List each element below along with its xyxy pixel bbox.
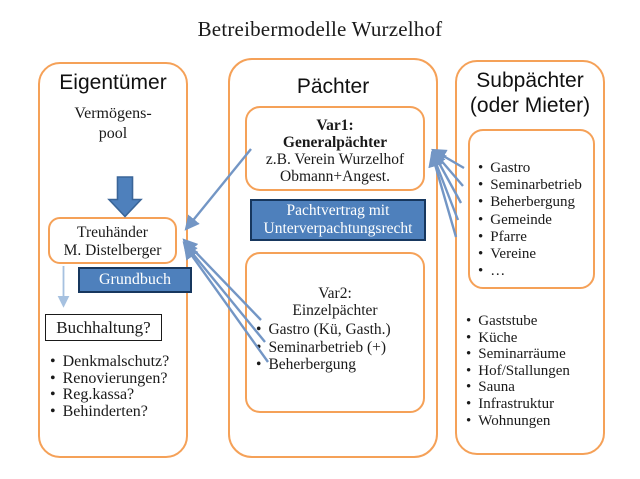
list-item: Beherbergung [256,356,423,374]
list-item: Küche [466,330,604,347]
tenants-box: GastroSeminarbetriebBeherbergungGemeinde… [468,129,595,289]
contract-box: Pachtvertrag mit Unterverpachtungsrecht [250,199,426,241]
list-item: Gastro (Kü, Gasth.) [256,321,423,339]
list-item: Wohnungen [466,413,604,430]
tenants-list: GastroSeminarbetriebBeherbergungGemeinde… [478,160,593,280]
list-item: Denkmalschutz? [50,353,185,371]
var1-box: Var1: Generalpächter z.B. Verein Wurzelh… [245,106,425,191]
paechter-heading: Pächter [296,75,370,98]
asset-pool-line2: pool [98,125,128,142]
buchhaltung-box: Buchhaltung? [45,314,162,341]
trustee-line1: Treuhänder [77,224,148,241]
var2-content: Var2: Einzelpächter [247,254,423,319]
asset-pool-line1: Vermögens- [74,105,152,122]
owner-questions-list: Denkmalschutz?Renovierungen?Reg.kassa?Be… [50,353,185,421]
grundbuch-label: Grundbuch [99,271,171,288]
var1-line4: Obmann+Angest. [280,168,390,185]
var1-subtitle: Generalpächter [282,134,388,151]
page-title: Betreibermodelle Wurzelhof [197,17,443,41]
list-item: Sauna [466,379,604,396]
var1-title: Var1: [316,117,354,134]
list-item: Reg.kassa? [50,386,185,404]
list-item: Infrastruktur [466,396,604,413]
buchhaltung-label: Buchhaltung? [56,317,151,337]
list-item: … [478,263,593,280]
trustee-box: Treuhänder M. Distelberger [48,217,177,264]
list-item: Gaststube [466,313,604,330]
list-item: Renovierungen? [50,370,185,388]
trustee-line2: M. Distelberger [63,242,162,259]
list-item: Seminarräume [466,346,604,363]
asset-pool-label: Vermögens- pool [38,104,188,144]
trustee-label: Treuhänder M. Distelberger [50,219,175,260]
list-item: Beherbergung [478,194,593,211]
list-item: Seminarbetrieb [478,177,593,194]
var2-box: Var2: Einzelpächter Gastro (Kü, Gasth.)S… [245,252,425,413]
subpaechter-heading-line2: (oder Mieter) [469,94,591,117]
list-item: Gemeinde [478,212,593,229]
list-item: Behinderten? [50,403,185,421]
facilities-list: GaststubeKücheSeminarräumeHof/Stallungen… [466,313,604,429]
list-item: Vereine [478,246,593,263]
owner-heading: Eigentümer [59,71,167,94]
grundbuch-box: Grundbuch [78,267,192,293]
var2-title: Var2: [318,285,352,302]
var1-content: Var1: Generalpächter z.B. Verein Wurzelh… [247,108,423,185]
var1-line3: z.B. Verein Wurzelhof [265,151,405,168]
contract-label: Pachtvertrag mit Unterverpachtungsrecht [264,202,413,238]
list-item: Seminarbetrieb (+) [256,339,423,357]
subpaechter-heading: Subpächter (oder Mieter) [455,68,605,118]
subpaechter-heading-line1: Subpächter [476,69,584,92]
list-item: Pfarre [478,229,593,246]
list-item: Hof/Stallungen [466,363,604,380]
var2-items-list: Gastro (Kü, Gasth.)Seminarbetrieb (+)Beh… [256,321,423,374]
contract-line2: Unterverpachtungsrecht [263,220,413,237]
contract-line1: Pachtvertrag mit [286,202,390,219]
var2-subtitle: Einzelpächter [292,302,378,319]
list-item: Gastro [478,160,593,177]
